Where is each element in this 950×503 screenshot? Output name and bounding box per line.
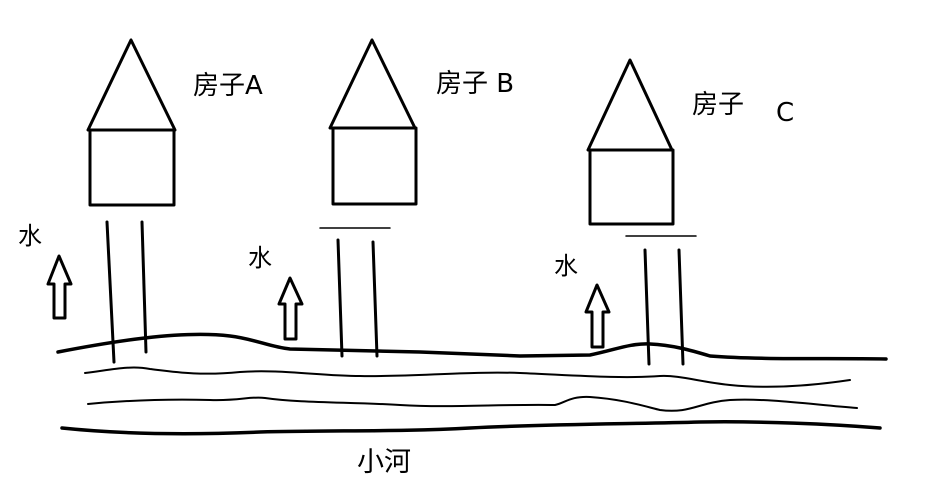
up-arrow-icon <box>277 276 304 341</box>
house-a-pipe-right <box>140 220 148 354</box>
ground-line <box>56 332 888 361</box>
house-a-body <box>88 128 176 207</box>
house-c-pipe-left <box>643 248 651 366</box>
house-b-label: 房子 B <box>436 69 514 99</box>
house-b-pipe-right <box>371 240 379 358</box>
house-c: 房子 C <box>586 58 794 366</box>
house-a-roof <box>86 38 177 132</box>
up-arrow-icon <box>584 283 611 349</box>
house-b: 房子 B <box>319 38 514 358</box>
house-b-roof <box>328 38 417 130</box>
water-marker-1: 水 <box>18 222 73 320</box>
river-line-top <box>84 366 851 388</box>
house-a-label: 房子A <box>193 71 263 101</box>
house-b-body <box>331 126 418 206</box>
river-line-bottom <box>60 420 882 436</box>
house-b-pipe-left <box>336 238 344 358</box>
water-label-2: 水 <box>248 244 272 272</box>
house-c-pipe-right <box>677 248 685 366</box>
river-line-middle <box>87 395 858 412</box>
river-label: 小河 <box>357 447 411 478</box>
house-c-roof <box>586 58 674 152</box>
house-a-pipe-left <box>105 220 116 364</box>
water-label-3: 水 <box>554 252 578 280</box>
house-a: 房子A <box>86 38 263 364</box>
water-marker-2: 水 <box>248 244 304 341</box>
water-marker-3: 水 <box>554 252 611 349</box>
house-c-body <box>588 148 675 226</box>
house-c-label: 房子 <box>692 90 744 120</box>
up-arrow-icon <box>46 254 73 320</box>
water-label-1: 水 <box>18 222 42 250</box>
house-c-letter: C <box>776 98 794 128</box>
